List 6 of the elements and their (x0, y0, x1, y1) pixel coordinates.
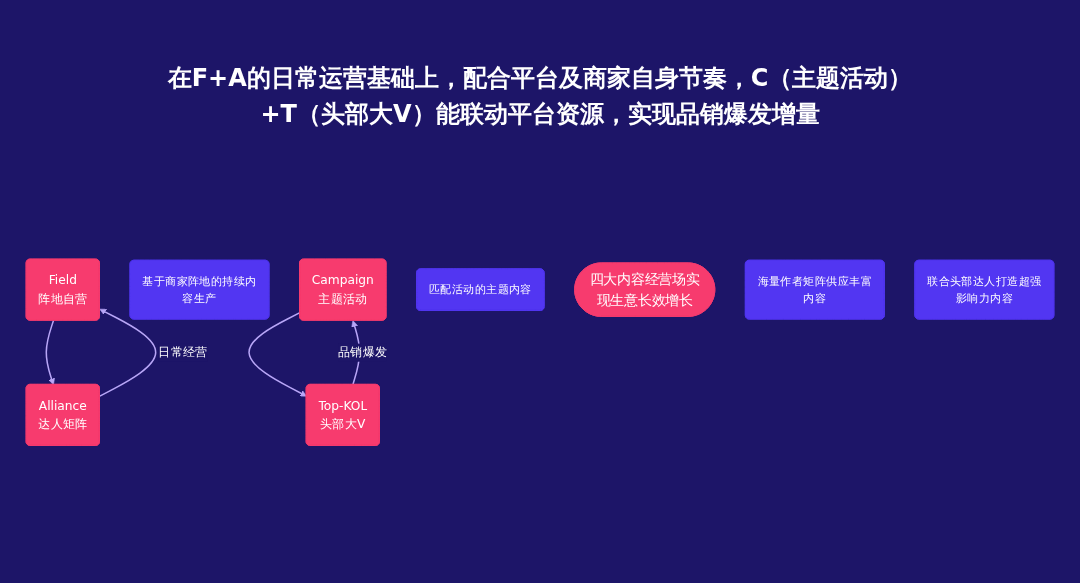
arrow (248, 311, 307, 397)
arrow (45, 319, 55, 385)
slide-title: 在F+A的日常运营基础上，配合平台及商家自身节奏，C（主题活动）+T（头部大V）能联动平台资源，实现品销爆发增量 (166, 63, 914, 130)
arrow (99, 308, 157, 397)
edge-label: 品销爆发 (338, 344, 387, 360)
edge-label: 日常经营 (158, 344, 208, 359)
